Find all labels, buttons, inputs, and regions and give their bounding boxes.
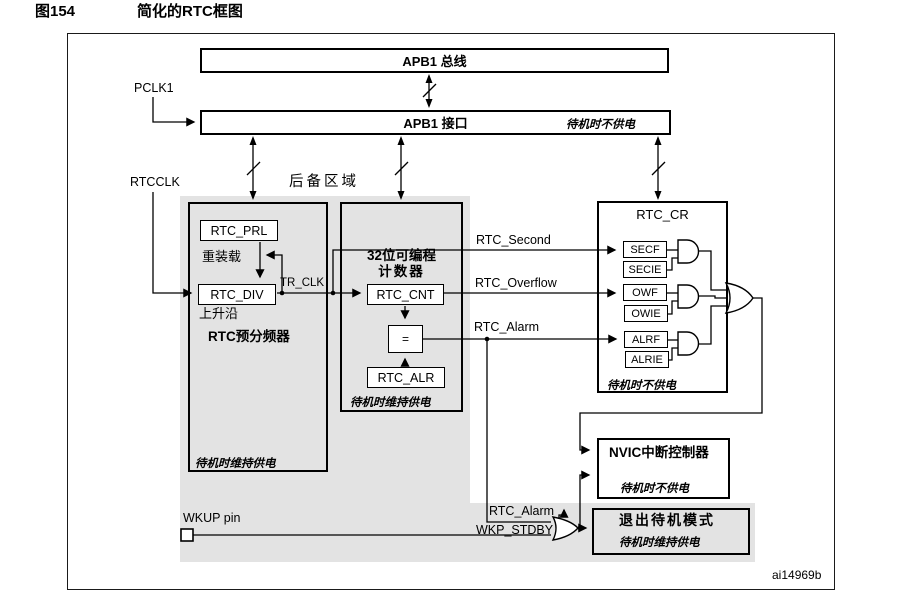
rising-edge-label: 上升沿 bbox=[199, 306, 239, 321]
apb1-bus-label: APB1 总线 bbox=[402, 54, 467, 69]
rtc-cr-title: RTC_CR bbox=[636, 207, 689, 222]
apb1-interface-box: APB1 接口 bbox=[200, 110, 671, 135]
wkp-stdby-label: WKP_STDBY bbox=[476, 523, 554, 537]
rtc-div-label: RTC_DIV bbox=[210, 287, 264, 302]
equals-label: = bbox=[401, 332, 409, 346]
figure-title: 简化的RTC框图 bbox=[137, 3, 243, 20]
rtc-alr-register: RTC_ALR bbox=[367, 367, 445, 388]
rtc-second-label: RTC_Second bbox=[476, 233, 551, 247]
and-gate-alr bbox=[677, 331, 700, 356]
rtc-div-register: RTC_DIV bbox=[198, 284, 276, 305]
secf-label: SECF bbox=[630, 243, 660, 256]
or-gate-interrupt bbox=[724, 282, 754, 314]
figure-number: 图154 bbox=[35, 3, 76, 20]
bus-width-slash-3 bbox=[651, 161, 666, 176]
apb1-interface-power-note: 待机时不供电 bbox=[566, 119, 635, 131]
rtcclk-label: RTCCLK bbox=[130, 175, 180, 189]
alrie-label: ALRIE bbox=[631, 353, 663, 366]
bus-width-slash-1 bbox=[246, 161, 261, 176]
junction-dots bbox=[279, 290, 583, 531]
rtc-overflow-label: RTC_Overflow bbox=[475, 276, 557, 290]
wakeup-rtc-alarm-label: RTC_Alarm bbox=[489, 504, 555, 518]
rtc-prescaler-block bbox=[188, 202, 328, 472]
prescaler-name-label: RTC预分频器 bbox=[208, 329, 290, 344]
or-gate-wakeup bbox=[551, 516, 579, 541]
apb1-bus-box: APB1 总线 bbox=[200, 48, 669, 73]
double-arrowheads bbox=[249, 74, 662, 200]
and-gate-ow bbox=[677, 284, 700, 309]
owie-to-and-wire bbox=[668, 300, 678, 315]
prescaler-power-note: 待机时维持供电 bbox=[195, 458, 276, 470]
rtc-alarm-label: RTC_Alarm bbox=[474, 320, 540, 334]
interrupt-to-nvic-wire bbox=[579, 297, 763, 455]
pclk1-wire bbox=[152, 97, 196, 127]
rtc-prl-register: RTC_PRL bbox=[200, 220, 278, 241]
alrie-to-and-wire bbox=[669, 347, 678, 361]
rtc-alr-label: RTC_ALR bbox=[377, 370, 435, 385]
backup-domain-label: 后备区域 bbox=[289, 174, 359, 190]
alrf-label: ALRF bbox=[631, 333, 661, 346]
and1-to-or-wire bbox=[699, 250, 727, 291]
secie-flag: SECIE bbox=[623, 261, 667, 278]
secf-flag: SECF bbox=[623, 241, 667, 258]
secie-to-and-wire bbox=[667, 257, 678, 271]
nvic-title: NVIC中断控制器 bbox=[609, 445, 709, 460]
exit-standby-title: 退出待机模式 bbox=[619, 512, 715, 528]
apb1-interface-label: APB1 接口 bbox=[403, 116, 468, 131]
pclk1-label: PCLK1 bbox=[134, 81, 174, 95]
exit-standby-block bbox=[592, 508, 750, 555]
comparator-box: = bbox=[388, 325, 423, 353]
rtc-cnt-register: RTC_CNT bbox=[367, 284, 444, 305]
diagram-frame bbox=[67, 33, 835, 590]
and3-to-or-wire bbox=[699, 305, 727, 345]
diagram-code: ai14969b bbox=[772, 568, 822, 582]
rtc-cnt-label: RTC_CNT bbox=[376, 287, 435, 302]
reload-feedback-wire bbox=[265, 250, 283, 293]
alrie-flag: ALRIE bbox=[625, 351, 669, 368]
owf-flag: OWF bbox=[623, 284, 667, 301]
secie-label: SECIE bbox=[628, 263, 662, 276]
alarm-to-wakeup-wire bbox=[486, 339, 551, 523]
counter-block bbox=[340, 202, 463, 412]
bus-width-slash-2 bbox=[394, 161, 409, 176]
owie-label: OWIE bbox=[631, 307, 661, 320]
counter-title-line2: 计数器 bbox=[378, 264, 425, 279]
owf-label: OWF bbox=[632, 286, 658, 299]
rtc-second-wire bbox=[332, 245, 617, 293]
alrf-flag: ALRF bbox=[624, 331, 668, 348]
and2-to-or-wire bbox=[699, 295, 727, 299]
owie-flag: OWIE bbox=[624, 305, 668, 322]
rtc-cr-power-note: 待机时不供电 bbox=[607, 380, 676, 392]
nvic-block bbox=[597, 438, 730, 499]
nvic-power-note2: 待机时不供电 bbox=[620, 483, 689, 495]
exit-standby-power-note: 待机时维持供电 bbox=[619, 537, 700, 549]
tr-clk-label: TR_CLK bbox=[280, 277, 325, 289]
wkup-pin-pad bbox=[180, 528, 194, 542]
counter-title-line1: 32位可编程 bbox=[366, 248, 437, 263]
and-gate-sec bbox=[677, 239, 700, 264]
wkup-pin-label: WKUP pin bbox=[183, 511, 241, 525]
rtc-prl-label: RTC_PRL bbox=[210, 223, 268, 238]
counter-power-note: 待机时维持供电 bbox=[350, 397, 431, 409]
reload-label: 重装载 bbox=[202, 249, 242, 264]
rtcclk-wire bbox=[152, 192, 193, 298]
wakeup-to-nvic-wire bbox=[579, 470, 591, 528]
bus-width-slash-0 bbox=[422, 83, 437, 98]
